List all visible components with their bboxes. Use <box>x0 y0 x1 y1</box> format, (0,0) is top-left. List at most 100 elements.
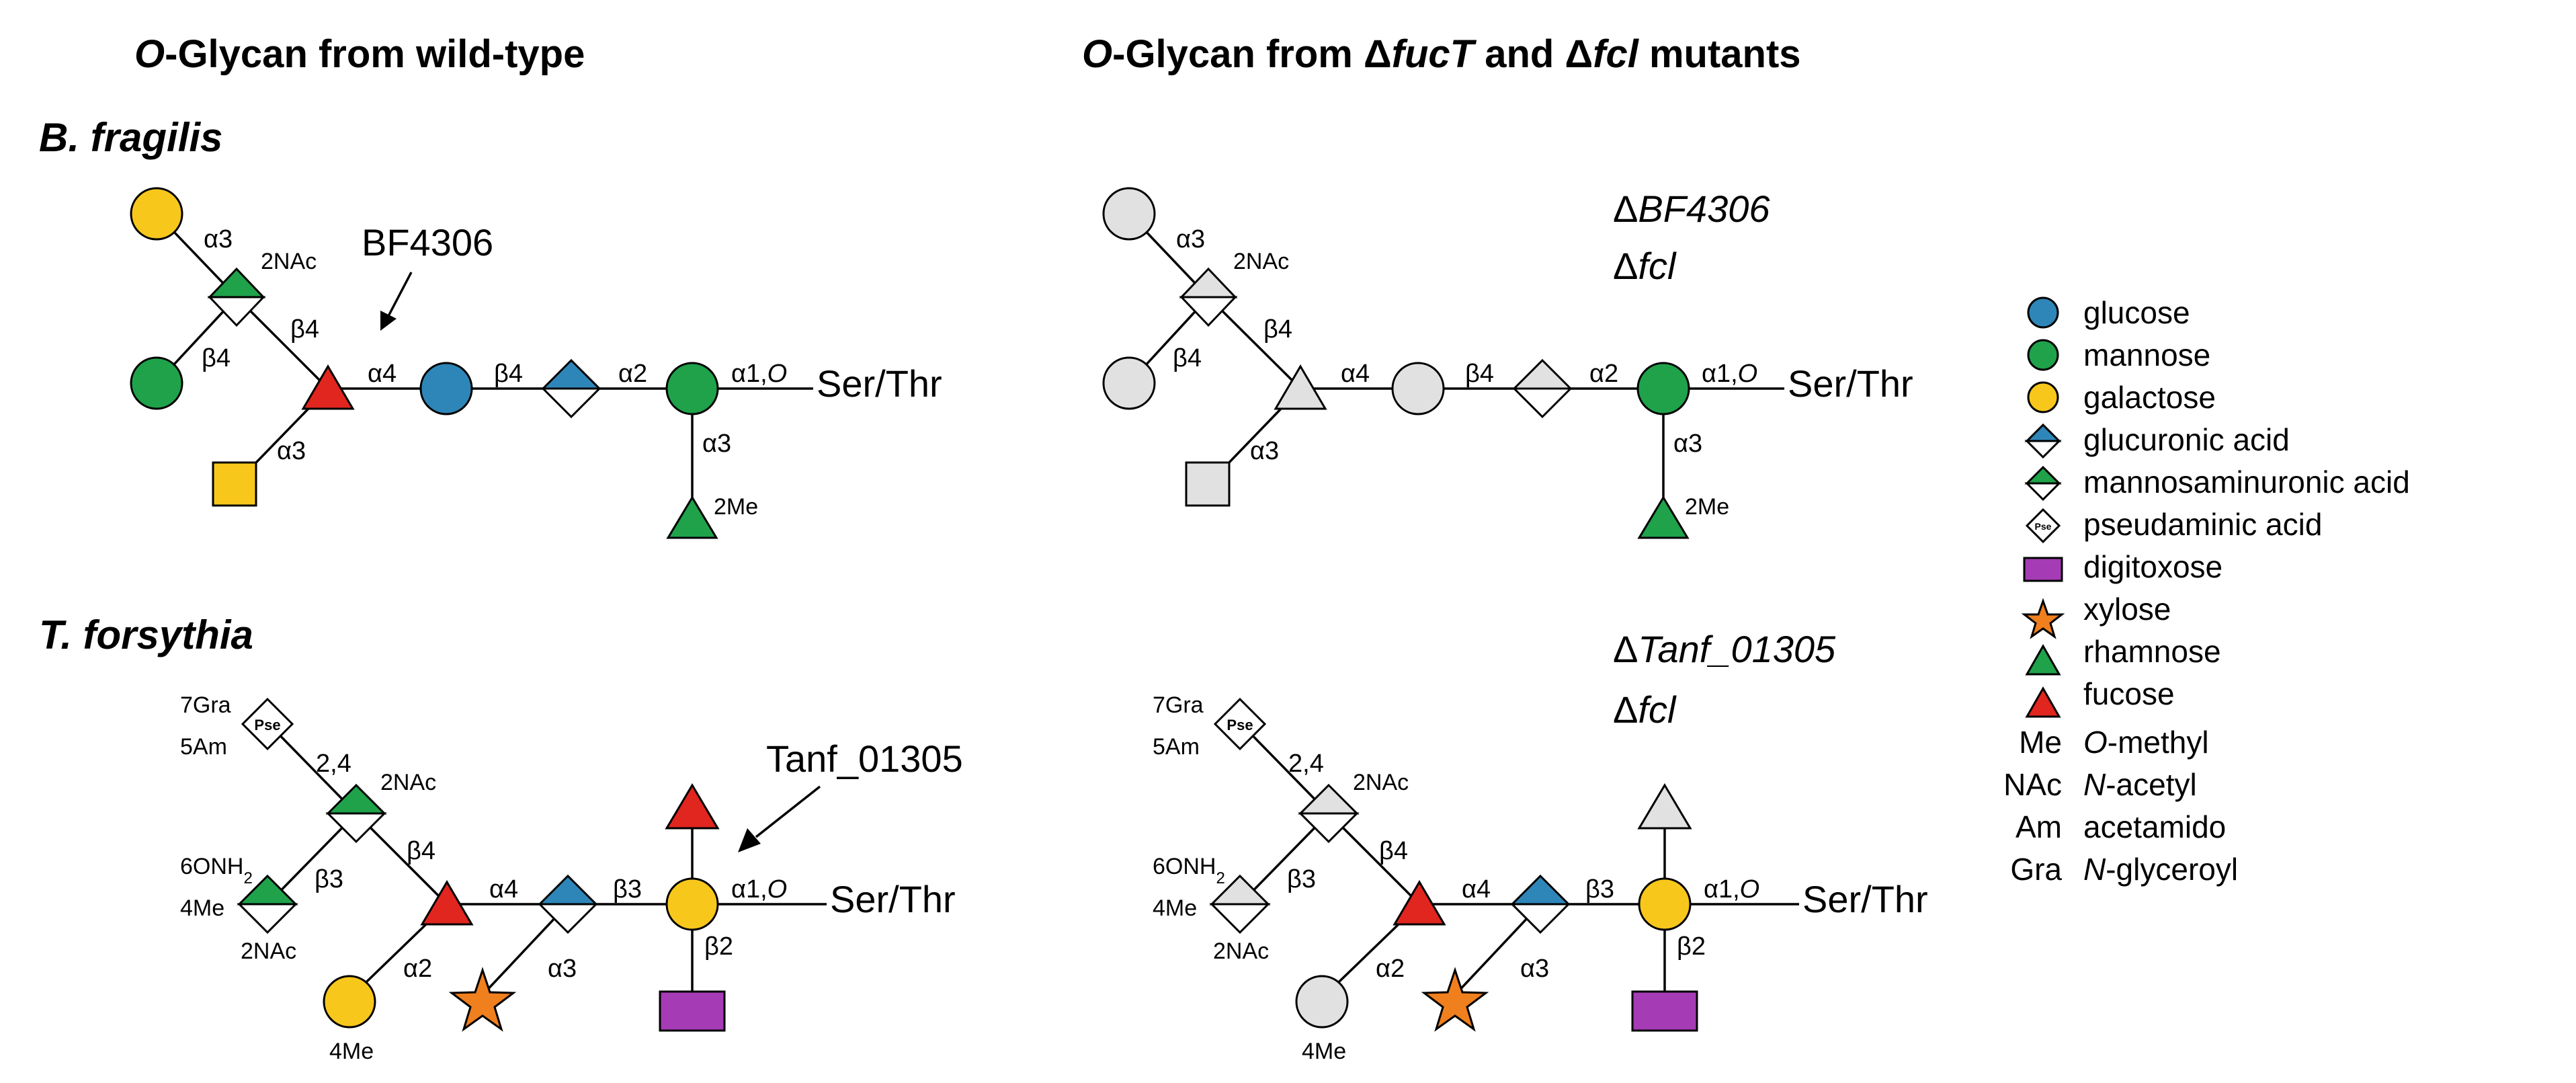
subst-2nac: 2NAc <box>261 249 317 274</box>
subst-2nac: 2NAc <box>1233 249 1289 274</box>
fucose-icon <box>1393 880 1446 926</box>
fucose-icon <box>420 880 474 926</box>
subst-6onh2: 6ONH2 <box>1153 854 1225 887</box>
mutant-label-fcl: Δfcl <box>1613 245 1677 287</box>
panel-bf-wildtype: α3 2NAc β4 β4 α4 β4 α2 α1,O Ser/Thr α3 α… <box>130 187 942 539</box>
mannosaminuronic-acid-icon <box>325 783 387 844</box>
legend-label: galactose <box>2083 380 2216 415</box>
link-a2: α2 <box>403 955 432 983</box>
legend-label: digitoxose <box>2083 549 2222 584</box>
link-a3: α3 <box>1520 955 1549 983</box>
glucose-icon <box>419 362 473 415</box>
unknown-diamond-icon <box>1511 358 1573 419</box>
gene-label-tanf-01305: Tanf_01305 <box>766 737 963 780</box>
ser-thr-label: Ser/Thr <box>817 362 942 405</box>
ser-thr-label: Ser/Thr <box>1788 362 1913 405</box>
link-2-4: 2,4 <box>1288 750 1324 778</box>
xylose-icon <box>1421 967 1489 1032</box>
legend-abbr-desc: acetamido <box>2083 809 2226 844</box>
subst-4me: 4Me <box>1302 1039 1346 1064</box>
link-b2: β2 <box>1677 932 1706 961</box>
subst-2nac: 2NAc <box>241 938 296 964</box>
unknown-triangle-icon <box>1274 364 1327 410</box>
link-a2: α2 <box>1589 360 1618 388</box>
legend-digitoxose-icon <box>2023 557 2063 582</box>
fucose-icon <box>301 364 355 410</box>
unknown-circle-icon <box>1102 187 1156 241</box>
legend-abbr-desc: N-acetyl <box>2083 767 2197 802</box>
link-a4: α4 <box>1462 875 1491 904</box>
unknown-diamond-icon <box>1179 267 1238 327</box>
subst-6onh2: 6ONH2 <box>180 854 253 887</box>
subst-2nac: 2NAc <box>1213 938 1269 964</box>
link-a4: α4 <box>489 875 518 904</box>
svg-text:Pse: Pse <box>2035 521 2052 532</box>
link-b3: β3 <box>1287 865 1316 893</box>
organism-t-forsythia: T. forsythia <box>39 612 253 657</box>
legend-label: fucose <box>2083 676 2175 711</box>
link-a1-o: α1,O <box>1702 360 1757 388</box>
gene-label-bf4306: BF4306 <box>362 221 493 264</box>
subst-5am: 5Am <box>1153 734 1200 760</box>
svg-text:Pse: Pse <box>1227 717 1253 733</box>
unknown-circle-icon <box>1295 975 1349 1029</box>
link-a3: α3 <box>277 437 306 465</box>
subst-7gra: 7Gra <box>180 692 231 718</box>
link-a2: α2 <box>618 360 647 388</box>
legend-galactose-icon <box>2027 381 2059 413</box>
panel-bf-mutant: α3 2NAc β4 β4 α4 β4 α2 α1,O Ser/Thr α3 α… <box>1102 187 1913 539</box>
legend-glucose-icon <box>2027 296 2059 329</box>
link-b4: β4 <box>290 315 319 344</box>
organism-b-fragilis: B. fragilis <box>39 115 222 160</box>
unknown-diamond-icon <box>1298 783 1360 844</box>
unknown-diamond-icon <box>1209 874 1271 934</box>
link-b4: β4 <box>1379 837 1408 865</box>
heading-mutants: O-Glycan from ΔfucT and Δfcl mutants <box>1082 32 1801 76</box>
link-a3: α3 <box>1673 430 1702 458</box>
link-a3: α3 <box>1176 225 1205 253</box>
svg-text:Pse: Pse <box>254 717 280 733</box>
glucuronic-acid-icon <box>537 874 599 934</box>
unknown-circle-icon <box>1391 362 1445 415</box>
mannose-icon <box>130 356 183 410</box>
panel-tf-mutant: 7Gra 5Am 2,4 2NAc β4 β3 6ONH2 4Me 2NAc α… <box>1153 628 1928 1064</box>
xylose-icon <box>448 967 517 1032</box>
subst-2me: 2Me <box>1685 494 1729 520</box>
link-a3: α3 <box>702 430 731 458</box>
galactose-icon <box>130 187 183 241</box>
link-a2: α2 <box>1376 955 1405 983</box>
fucose-icon <box>665 783 720 830</box>
legend-abbr: Gra <box>2010 852 2062 887</box>
rhamnose-icon <box>666 495 718 539</box>
link-b3: β3 <box>315 865 343 893</box>
arrow-icon <box>738 828 761 852</box>
link-a1-o: α1,O <box>731 875 787 904</box>
pseudaminic-acid-icon: Pse <box>241 697 294 751</box>
legend-abbr-desc: N-glyceroyl <box>2083 852 2238 887</box>
legend-pseudaminic-acid-icon: Pse <box>2025 508 2061 544</box>
link-b3: β3 <box>1585 875 1614 904</box>
legend-xylose-icon <box>2021 598 2065 639</box>
legend-abbr: NAc <box>2003 767 2062 802</box>
subst-7gra: 7Gra <box>1153 692 1204 718</box>
link-a4: α4 <box>368 360 397 388</box>
mannose-icon <box>665 362 719 415</box>
legend-abbr: Am <box>2016 809 2062 844</box>
galactose-icon <box>1638 877 1692 931</box>
subst-4me: 4Me <box>329 1039 374 1064</box>
link-a3: α3 <box>548 955 577 983</box>
unknown-triangle-icon <box>1637 783 1692 830</box>
legend-label: glucose <box>2083 295 2190 330</box>
legend-fucose-icon <box>2025 686 2061 718</box>
unknown-circle-icon <box>1102 356 1156 410</box>
subst-4me: 4Me <box>1153 895 1197 921</box>
legend-label: mannosaminuronic acid <box>2083 465 2410 499</box>
glucuronic-acid-icon <box>540 358 602 419</box>
link-b4: β4 <box>202 344 231 372</box>
subst-4me: 4Me <box>180 895 224 921</box>
galactose-icon <box>665 877 719 931</box>
legend-abbr: Me <box>2019 725 2062 760</box>
subst-2nac: 2NAc <box>1353 770 1409 795</box>
galactose-square-icon <box>212 461 257 507</box>
